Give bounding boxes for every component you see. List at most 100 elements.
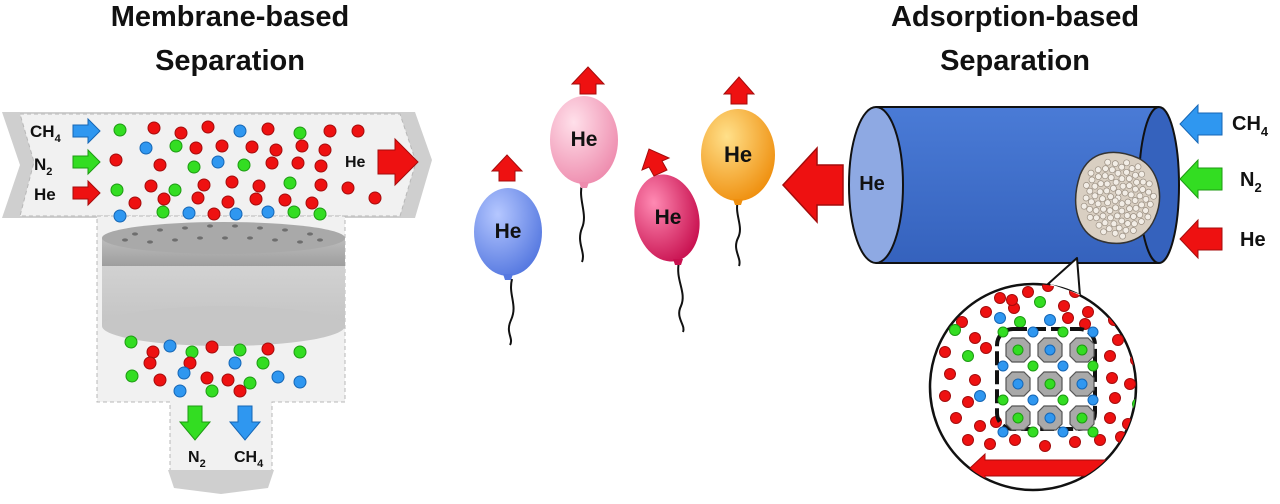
svg-text:N2: N2 bbox=[188, 449, 206, 470]
molecule bbox=[113, 123, 127, 137]
molecule bbox=[997, 360, 1009, 372]
pore bbox=[282, 228, 288, 232]
grain bbox=[1128, 165, 1136, 172]
molecule bbox=[1124, 378, 1136, 390]
grain bbox=[1094, 166, 1102, 174]
molecule bbox=[278, 193, 292, 207]
molecule bbox=[1044, 412, 1056, 424]
molecule bbox=[1009, 434, 1021, 446]
pore bbox=[147, 240, 153, 244]
feed-inlet-n2: N2 bbox=[34, 148, 101, 178]
grain bbox=[1119, 182, 1127, 190]
column-inlet-ch4: CH4 bbox=[1179, 103, 1269, 145]
grain bbox=[1123, 168, 1130, 176]
grain bbox=[1103, 180, 1111, 188]
molecule bbox=[245, 140, 259, 154]
grain bbox=[1123, 212, 1131, 219]
molecule bbox=[1096, 292, 1108, 304]
molecule bbox=[962, 434, 974, 446]
molecule bbox=[207, 207, 221, 221]
grain bbox=[1095, 173, 1102, 180]
molecule bbox=[109, 153, 123, 167]
pore bbox=[132, 232, 138, 236]
molecule bbox=[265, 156, 279, 170]
membrane-molecules bbox=[109, 120, 382, 398]
grain bbox=[1146, 200, 1154, 208]
molecule bbox=[189, 141, 203, 155]
molecule bbox=[261, 122, 275, 136]
molecule bbox=[124, 335, 138, 349]
right-title-line-2: Separation bbox=[940, 45, 1090, 77]
grain bbox=[1118, 217, 1126, 225]
grain bbox=[1099, 195, 1106, 203]
molecule bbox=[153, 158, 167, 172]
grain bbox=[1102, 165, 1109, 172]
molecule bbox=[314, 178, 328, 192]
molecule bbox=[1034, 296, 1046, 308]
molecule bbox=[173, 384, 187, 398]
grain bbox=[1122, 226, 1130, 234]
molecule bbox=[980, 342, 992, 354]
molecule bbox=[949, 324, 961, 336]
grain bbox=[1106, 207, 1114, 214]
molecule bbox=[1108, 314, 1120, 326]
column-inlet-n2-subscript: 2 bbox=[1254, 180, 1261, 195]
molecule bbox=[1104, 350, 1116, 362]
feed-inlet-n2-label: N bbox=[34, 155, 46, 174]
grain bbox=[1107, 214, 1114, 222]
grain bbox=[1104, 199, 1111, 207]
molecule bbox=[318, 143, 332, 157]
zoom-inner-molecules bbox=[997, 326, 1099, 438]
grain bbox=[1097, 180, 1105, 187]
molecule bbox=[1012, 378, 1024, 390]
molecule bbox=[295, 139, 309, 153]
molecule bbox=[1027, 360, 1039, 372]
pore bbox=[172, 238, 178, 242]
molecule bbox=[261, 205, 275, 219]
grain bbox=[1119, 232, 1126, 240]
molecule bbox=[191, 191, 205, 205]
grain bbox=[1088, 176, 1096, 184]
molecule bbox=[974, 390, 986, 402]
grain bbox=[1126, 205, 1133, 212]
grain bbox=[1086, 205, 1094, 213]
molecule bbox=[205, 340, 219, 354]
molecule bbox=[1069, 436, 1081, 448]
grain bbox=[1114, 169, 1122, 177]
molecule bbox=[201, 120, 215, 134]
grain bbox=[1115, 188, 1122, 196]
molecule bbox=[291, 156, 305, 170]
grain bbox=[1118, 163, 1126, 171]
balloon-magenta: He bbox=[634, 148, 700, 333]
grain bbox=[1094, 200, 1102, 208]
pore bbox=[197, 236, 203, 240]
molecule bbox=[139, 141, 153, 155]
molecule bbox=[939, 390, 951, 402]
grain bbox=[1138, 218, 1145, 225]
molecule bbox=[157, 192, 171, 206]
permeate-n2-label: N bbox=[188, 449, 200, 466]
grain bbox=[1136, 192, 1144, 200]
svg-text:N2: N2 bbox=[34, 155, 52, 178]
grain bbox=[1111, 197, 1119, 205]
molecule bbox=[1104, 412, 1116, 424]
grain bbox=[1136, 211, 1144, 219]
molecule bbox=[1109, 392, 1121, 404]
grain bbox=[1125, 182, 1133, 189]
molecule bbox=[187, 160, 201, 174]
pore bbox=[157, 228, 163, 232]
molecule bbox=[225, 175, 239, 189]
molecule bbox=[1012, 344, 1024, 356]
molecule bbox=[1106, 372, 1118, 384]
grain bbox=[1131, 220, 1138, 228]
pore bbox=[297, 240, 303, 244]
feed-inlet-ch4-subscript: 4 bbox=[55, 133, 62, 145]
molecule bbox=[249, 192, 263, 206]
right-title-line-1: Adsorption-based bbox=[891, 1, 1139, 33]
molecule bbox=[1039, 440, 1051, 452]
molecule bbox=[144, 179, 158, 193]
balloon-pink: He bbox=[550, 66, 618, 263]
molecule bbox=[221, 373, 235, 387]
grain bbox=[1100, 205, 1107, 213]
grain bbox=[1080, 202, 1088, 210]
